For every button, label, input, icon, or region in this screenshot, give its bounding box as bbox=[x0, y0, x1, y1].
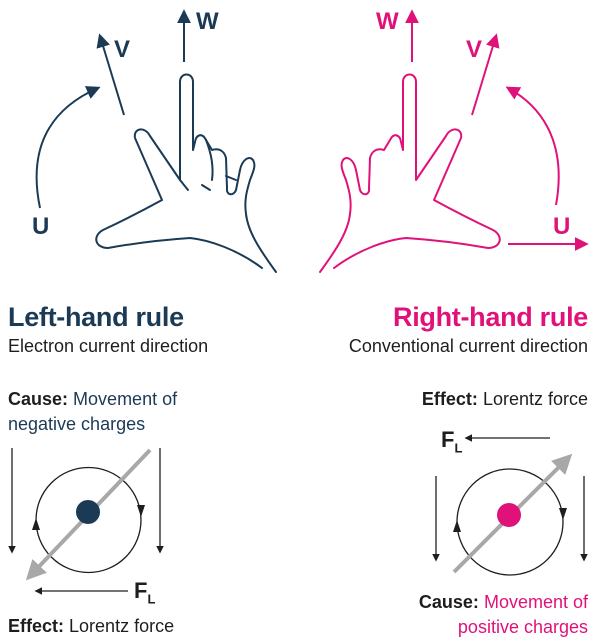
right-cause-text-2: positive charges bbox=[457, 617, 588, 637]
right-cause-caption: Cause: Movement of positive charges bbox=[419, 590, 588, 640]
loop-arrow-right-down bbox=[559, 508, 567, 520]
u-arrow-left bbox=[35, 86, 101, 209]
left-force-letter: F bbox=[134, 578, 148, 603]
left-force-subscript: L bbox=[147, 591, 156, 607]
left-field-diagram bbox=[8, 448, 164, 595]
hand-diagrams bbox=[35, 9, 589, 273]
left-axis-arrows bbox=[35, 9, 191, 209]
loop-arrow-right-up bbox=[453, 520, 461, 532]
loop-arrow-left-down bbox=[137, 505, 145, 517]
right-field-diagram bbox=[432, 434, 588, 576]
right-v-label: V bbox=[466, 36, 483, 63]
field-loop-bottom-right bbox=[456, 521, 564, 576]
left-force-label: FL bbox=[134, 578, 155, 606]
u-arrow-curve-right bbox=[505, 86, 560, 206]
left-cause-caption: Cause: Movement of negative charges bbox=[8, 387, 177, 437]
field-loop-top-right bbox=[456, 468, 564, 523]
left-cause-text-2: negative charges bbox=[8, 414, 146, 434]
field-loop-top-left bbox=[35, 466, 142, 521]
left-effect-label: Effect: bbox=[8, 616, 65, 636]
left-cause-text-1: Movement of bbox=[73, 389, 178, 409]
v-arrow-left bbox=[96, 33, 125, 116]
right-subtitle: Conventional current direction bbox=[348, 336, 588, 356]
right-effect-caption: Effect: Lorentz force bbox=[422, 387, 588, 412]
left-effect-caption: Effect: Lorentz force bbox=[8, 614, 174, 639]
left-title: Left-hand rule bbox=[8, 302, 184, 332]
v-arrow-right bbox=[471, 33, 500, 116]
field-loop-bottom-left bbox=[35, 519, 142, 574]
right-w-label: W bbox=[376, 8, 399, 35]
left-w-label: W bbox=[196, 8, 219, 35]
right-effect-text: Lorentz force bbox=[482, 389, 588, 409]
left-u-label: U bbox=[32, 213, 50, 240]
right-force-label: FL bbox=[441, 427, 462, 455]
right-axis-arrows bbox=[405, 9, 589, 251]
right-charge bbox=[497, 503, 521, 527]
right-hand-drawing bbox=[319, 73, 501, 273]
left-charge bbox=[76, 500, 100, 524]
right-charge-rod bbox=[452, 453, 573, 574]
left-cause-label: Cause: bbox=[8, 389, 69, 409]
left-subtitle: Electron current direction bbox=[8, 336, 209, 356]
right-effect-label: Effect: bbox=[421, 389, 478, 409]
right-force-subscript: L bbox=[454, 440, 463, 456]
left-hand-drawing bbox=[95, 73, 277, 273]
loop-arrow-left-up bbox=[32, 518, 40, 530]
right-cause-text-1: Movement of bbox=[483, 592, 588, 612]
right-u-label: U bbox=[553, 213, 571, 240]
right-cause-label: Cause: bbox=[418, 592, 479, 612]
right-force-letter: F bbox=[441, 427, 455, 452]
left-charge-rod bbox=[25, 448, 152, 581]
left-effect-text: Lorentz force bbox=[69, 616, 175, 636]
right-title: Right-hand rule bbox=[393, 302, 588, 332]
left-v-label: V bbox=[114, 36, 131, 63]
